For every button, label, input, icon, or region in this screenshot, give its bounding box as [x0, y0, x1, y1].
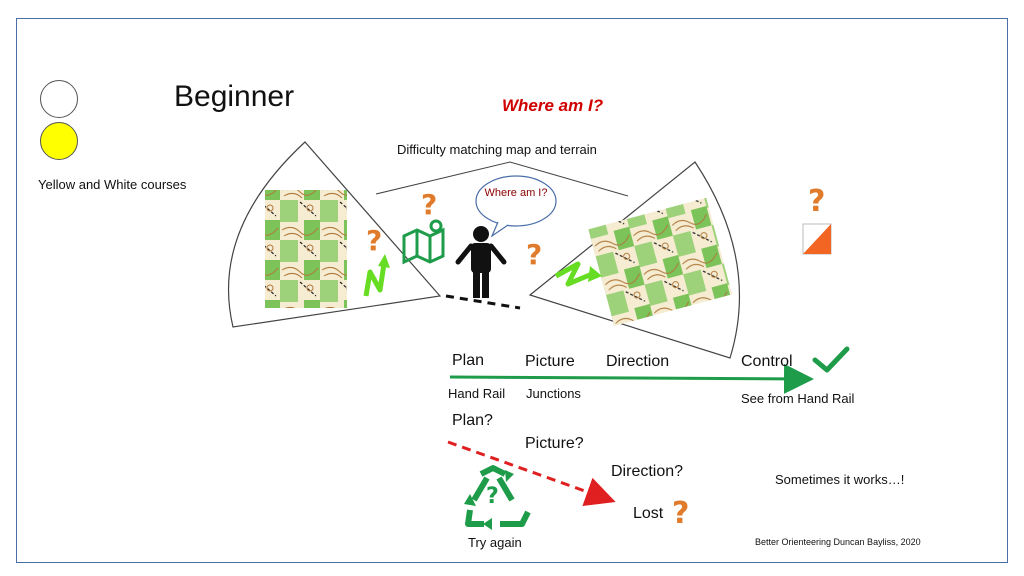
checkmark-icon — [812, 346, 850, 373]
fail-step-plan: Plan? — [452, 412, 493, 429]
note-hand-rail: Hand Rail — [448, 386, 506, 401]
credit-label: Better Orienteering Duncan Bayliss, 2020 — [755, 537, 921, 547]
fail-step-picture: Picture? — [525, 435, 584, 452]
person-icon — [455, 226, 507, 298]
yellow-circle-icon — [40, 122, 78, 160]
north-arrow-icon — [363, 254, 390, 297]
step-picture: Picture — [525, 353, 575, 370]
note-junctions: Junctions — [526, 386, 581, 401]
try-again-label: Try again — [468, 535, 522, 550]
question-mark-icon: ? — [366, 224, 383, 257]
question-mark-icon: ? — [421, 188, 438, 221]
slide-frame — [16, 18, 1008, 563]
control-flag-icon — [802, 223, 832, 255]
difficulty-label: Difficulty matching map and terrain — [397, 142, 597, 157]
speech-bubble — [475, 175, 557, 227]
page-title: Beginner — [174, 80, 295, 113]
sometimes-label: Sometimes it works…! — [775, 472, 905, 487]
subtitle: Where am I? — [502, 96, 604, 115]
fail-step-direction: Direction? — [611, 463, 684, 480]
map-pin-icon — [402, 219, 445, 265]
ground-dashes — [445, 294, 521, 310]
step-plan: Plan — [452, 352, 485, 369]
question-mark-icon: ? — [672, 496, 690, 531]
recycle-icon — [465, 465, 531, 527]
white-circle-icon — [40, 80, 78, 118]
north-arrow-icon — [554, 261, 602, 287]
difficulty-lines — [375, 161, 629, 197]
courses-label: Yellow and White courses — [38, 177, 187, 192]
speech-bubble-text: Where am I? — [484, 187, 548, 199]
step-control: Control — [741, 353, 793, 370]
recycle-question-mark: ? — [486, 484, 499, 509]
question-mark-icon: ? — [526, 238, 543, 271]
success-arrow — [449, 363, 814, 394]
question-mark-icon: ? — [808, 184, 826, 219]
left-map-image — [265, 190, 347, 308]
step-direction: Direction — [606, 353, 670, 370]
failure-arrow — [447, 440, 616, 507]
lost-label: Lost — [633, 505, 664, 522]
right-map-image — [588, 197, 733, 326]
note-see-from-hand-rail: See from Hand Rail — [741, 391, 855, 406]
